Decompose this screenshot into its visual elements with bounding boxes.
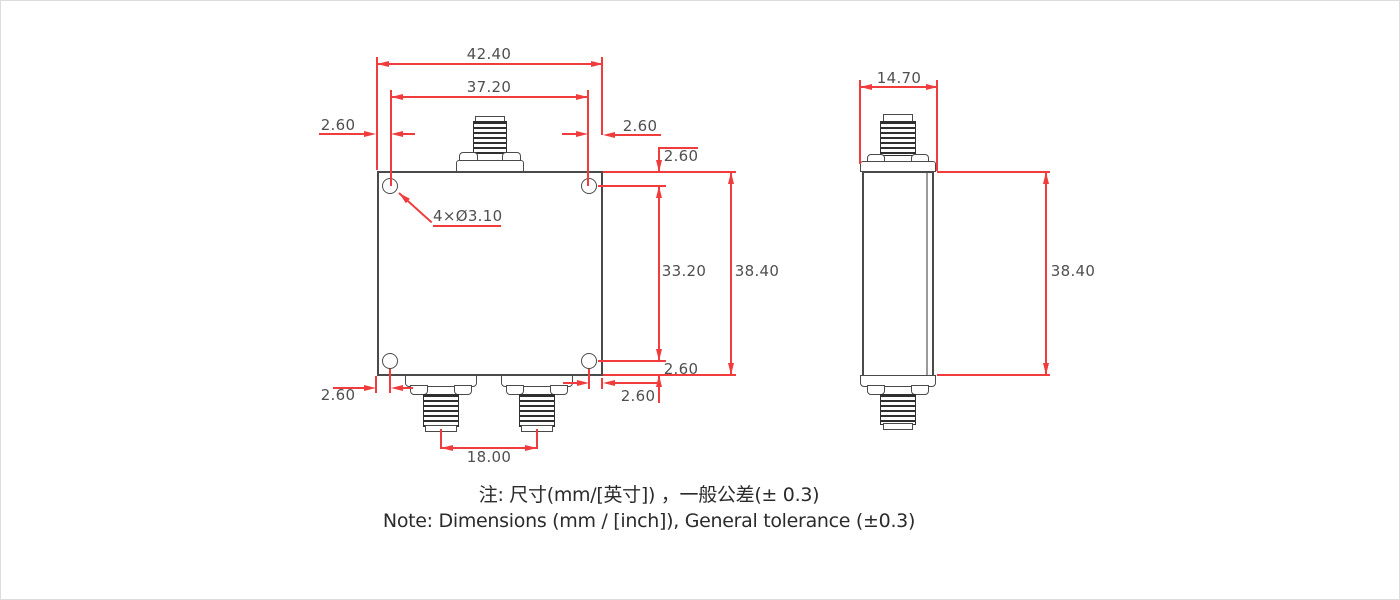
arrowhead xyxy=(656,160,662,172)
arrowhead xyxy=(576,94,588,100)
arrowhead xyxy=(364,385,376,391)
connector-flange xyxy=(501,375,573,387)
side-view-body-outline xyxy=(862,171,934,377)
arrowhead xyxy=(577,380,589,386)
connector-ear xyxy=(454,385,472,395)
arrowhead xyxy=(728,172,734,184)
dim-label-offset-bottom-right: 2.60 xyxy=(620,387,656,405)
side-view-edge-line xyxy=(926,173,928,375)
dim-label-offset-bottom-edge: 2.60 xyxy=(663,360,699,378)
dim-label-port-spacing: 18.00 xyxy=(466,448,512,466)
arrowhead xyxy=(860,84,872,90)
dim-label-offset-bottom-left: 2.60 xyxy=(320,386,356,404)
arrowhead xyxy=(656,349,662,361)
dim-label-hole-span-vertical: 33.20 xyxy=(661,262,707,280)
dim-label-offset-top-right: 2.60 xyxy=(622,117,658,135)
dim-label-offset-top-left: 2.60 xyxy=(320,116,356,134)
arrowhead xyxy=(1043,172,1049,184)
connector-thread xyxy=(880,394,916,425)
mounting-hole-top-right xyxy=(581,178,597,194)
arrowhead xyxy=(391,385,403,391)
connector-thread xyxy=(423,394,459,427)
connector-thread xyxy=(880,121,916,156)
arrowhead xyxy=(728,363,734,375)
note-line-en: Note: Dimensions (mm / [inch]), General … xyxy=(382,510,916,532)
dim-label-overall-width: 42.40 xyxy=(466,45,512,63)
arrowhead xyxy=(1043,363,1049,375)
front-view-body-outline xyxy=(377,171,603,376)
arrowhead xyxy=(525,445,537,451)
connector-flange xyxy=(456,160,524,172)
arrowhead xyxy=(441,445,453,451)
dim-label-overall-height-front: 38.40 xyxy=(734,262,780,280)
arrowhead xyxy=(576,131,588,137)
arrowhead xyxy=(656,186,662,198)
connector-ear xyxy=(550,385,568,395)
dim-label-offset-top-edge: 2.60 xyxy=(663,147,699,165)
arrowhead xyxy=(377,61,389,67)
dim-label-side-height: 38.40 xyxy=(1050,262,1096,280)
mounting-hole-bottom-right xyxy=(581,353,597,369)
connector-ear xyxy=(506,385,524,395)
connector-ear xyxy=(911,385,929,395)
connector-flange xyxy=(860,375,936,387)
connector-flange xyxy=(860,161,936,172)
note-line-zh: 注: 尺寸(mm/[英寸]) ，一般公差(± 0.3) xyxy=(478,484,820,506)
arrowhead xyxy=(591,61,603,67)
dim-label-hole-span-horizontal: 37.20 xyxy=(466,78,512,96)
arrowhead xyxy=(603,132,615,138)
connector-thread xyxy=(519,394,555,427)
connector-ear xyxy=(867,385,885,395)
connector-flange xyxy=(405,375,477,387)
arrowhead xyxy=(364,131,376,137)
dim-label-side-width: 14.70 xyxy=(876,69,922,87)
connector-thread xyxy=(473,121,507,154)
connector-ear xyxy=(410,385,428,395)
mounting-hole-bottom-left xyxy=(382,353,398,369)
arrowhead xyxy=(391,94,403,100)
arrowhead xyxy=(926,84,938,90)
connector-cap xyxy=(883,423,913,430)
arrowhead xyxy=(391,131,403,137)
arrowhead xyxy=(603,380,615,386)
dim-label-hole-callout: 4×Ø3.10 xyxy=(433,207,503,225)
